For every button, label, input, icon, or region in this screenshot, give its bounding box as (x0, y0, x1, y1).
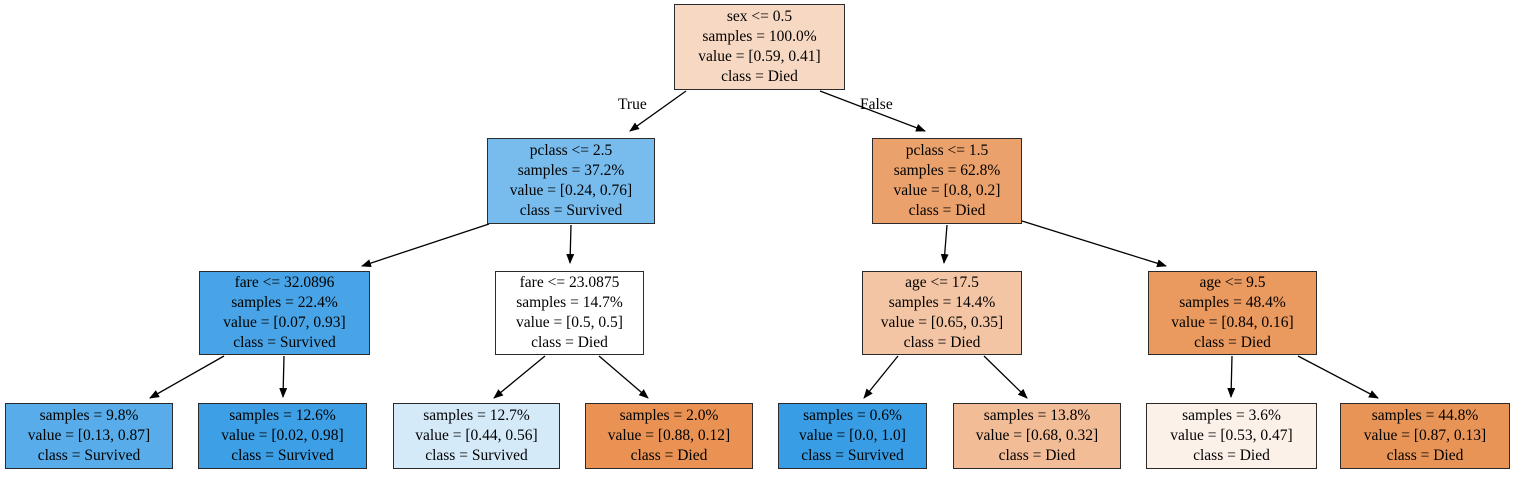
node-line-samples: samples = 14.4% (888, 294, 996, 311)
node-fare-left: fare <= 32.0896 samples = 22.4% value = … (199, 271, 370, 355)
edge-ageR-leaf8 (1297, 355, 1379, 399)
node-line-value: value = [0.68, 0.32] (975, 427, 1099, 444)
node-line-value: value = [0.44, 0.56] (415, 427, 538, 444)
leaf-node-1: samples = 9.8% value = [0.13, 0.87] clas… (5, 403, 173, 469)
edge-label-true: True (618, 96, 647, 113)
node-line-value: value = [0.8, 0.2] (893, 182, 1001, 199)
node-age-right: age <= 9.5 samples = 48.4% value = [0.84… (1148, 271, 1317, 355)
edge-fareL-leaf2 (279, 355, 288, 398)
node-line-condition: fare <= 32.0896 (234, 274, 335, 291)
node-line-samples: samples = 100.0% (702, 28, 817, 45)
node-line-condition: pclass <= 1.5 (905, 142, 989, 159)
node-line-class: class = Died (998, 447, 1076, 464)
edge-ageR-leaf7 (1227, 355, 1236, 398)
node-line-class: class = Died (531, 334, 608, 351)
node-line-value: value = [0.65, 0.35] (880, 314, 1004, 331)
edge-pclassR-ageR (1021, 220, 1167, 268)
node-line-samples: samples = 0.6% (803, 407, 902, 424)
edge-pclassR-ageL (940, 224, 949, 264)
leaf-node-8: samples = 44.8% value = [0.87, 0.13] cla… (1340, 403, 1510, 469)
node-line-condition: age <= 9.5 (1199, 274, 1266, 291)
node-line-samples: samples = 14.7% (516, 294, 623, 311)
edge-fareR-leaf3 (493, 355, 546, 399)
node-line-samples: samples = 62.8% (893, 162, 1001, 179)
node-line-value: value = [0.84, 0.16] (1171, 314, 1294, 331)
node-line-class: class = Survived (231, 447, 334, 464)
edge-fareL-leaf1 (149, 355, 225, 399)
leaf-node-2: samples = 12.6% value = [0.02, 0.98] cla… (198, 403, 367, 469)
leaf-node-4: samples = 2.0% value = [0.88, 0.12] clas… (585, 403, 753, 469)
node-line-value: value = [0.87, 0.13] (1363, 427, 1487, 444)
node-line-class: class = Survived (801, 447, 904, 464)
edge-ageL-leaf6 (983, 355, 1028, 399)
leaf-node-7: samples = 3.6% value = [0.53, 0.47] clas… (1146, 403, 1317, 469)
node-pclass-left: pclass <= 2.5 samples = 37.2% value = [0… (487, 138, 655, 224)
node-line-samples: samples = 9.8% (39, 407, 139, 424)
node-sex: sex <= 0.5 samples = 100.0% value = [0.5… (674, 4, 845, 90)
node-line-class: class = Died (903, 334, 981, 351)
edge-pclassL-fareL (361, 223, 490, 267)
node-line-value: value = [0.07, 0.93] (223, 314, 346, 331)
node-line-samples: samples = 2.0% (619, 407, 719, 424)
node-line-value: value = [0.59, 0.41] (698, 48, 821, 65)
node-line-class: class = Died (1386, 447, 1464, 464)
node-line-samples: samples = 12.6% (229, 407, 336, 424)
node-line-condition: pclass <= 2.5 (529, 142, 613, 159)
node-age-left: age <= 17.5 samples = 14.4% value = [0.6… (862, 271, 1022, 355)
node-line-class: class = Died (1194, 334, 1271, 351)
node-line-value: value = [0.24, 0.76] (509, 182, 633, 199)
node-line-class: class = Survived (425, 447, 528, 464)
node-line-samples: samples = 12.7% (423, 407, 530, 424)
node-line-class: class = Died (1193, 447, 1270, 464)
node-line-condition: fare <= 23.0875 (519, 274, 620, 291)
leaf-node-5: samples = 0.6% value = [0.0, 1.0] class … (778, 403, 927, 469)
node-fare-right: fare <= 23.0875 samples = 14.7% value = … (495, 271, 644, 355)
node-line-class: class = Died (908, 202, 986, 219)
node-line-samples: samples = 13.8% (983, 407, 1091, 424)
leaf-node-6: samples = 13.8% value = [0.68, 0.32] cla… (953, 403, 1121, 469)
node-pclass-right: pclass <= 1.5 samples = 62.8% value = [0… (872, 138, 1022, 224)
node-line-value: value = [0.53, 0.47] (1170, 427, 1293, 444)
edge-label-false: False (860, 96, 893, 113)
edge-fareR-leaf4 (598, 355, 649, 399)
node-line-value: value = [0.02, 0.98] (221, 427, 344, 444)
node-line-class: class = Survived (37, 447, 141, 464)
node-line-value: value = [0.13, 0.87] (27, 427, 151, 444)
node-line-class: class = Survived (233, 334, 336, 351)
node-line-class: class = Died (630, 447, 708, 464)
node-line-value: value = [0.88, 0.12] (607, 427, 731, 444)
node-line-value: value = [0.5, 0.5] (516, 314, 623, 331)
node-line-samples: samples = 22.4% (231, 294, 338, 311)
node-line-samples: samples = 44.8% (1371, 407, 1479, 424)
node-line-samples: samples = 37.2% (517, 162, 625, 179)
node-line-condition: age <= 17.5 (905, 274, 979, 291)
node-line-condition: sex <= 0.5 (726, 8, 793, 25)
edge-ageL-leaf5 (863, 355, 899, 399)
node-line-samples: samples = 3.6% (1182, 407, 1281, 424)
node-line-class: class = Died (721, 68, 798, 85)
edge-pclassL-fareR (566, 224, 575, 264)
leaf-node-3: samples = 12.7% value = [0.44, 0.56] cla… (393, 403, 560, 469)
node-line-samples: samples = 48.4% (1179, 294, 1286, 311)
node-line-value: value = [0.0, 1.0] (799, 427, 906, 444)
node-line-class: class = Survived (519, 202, 623, 219)
